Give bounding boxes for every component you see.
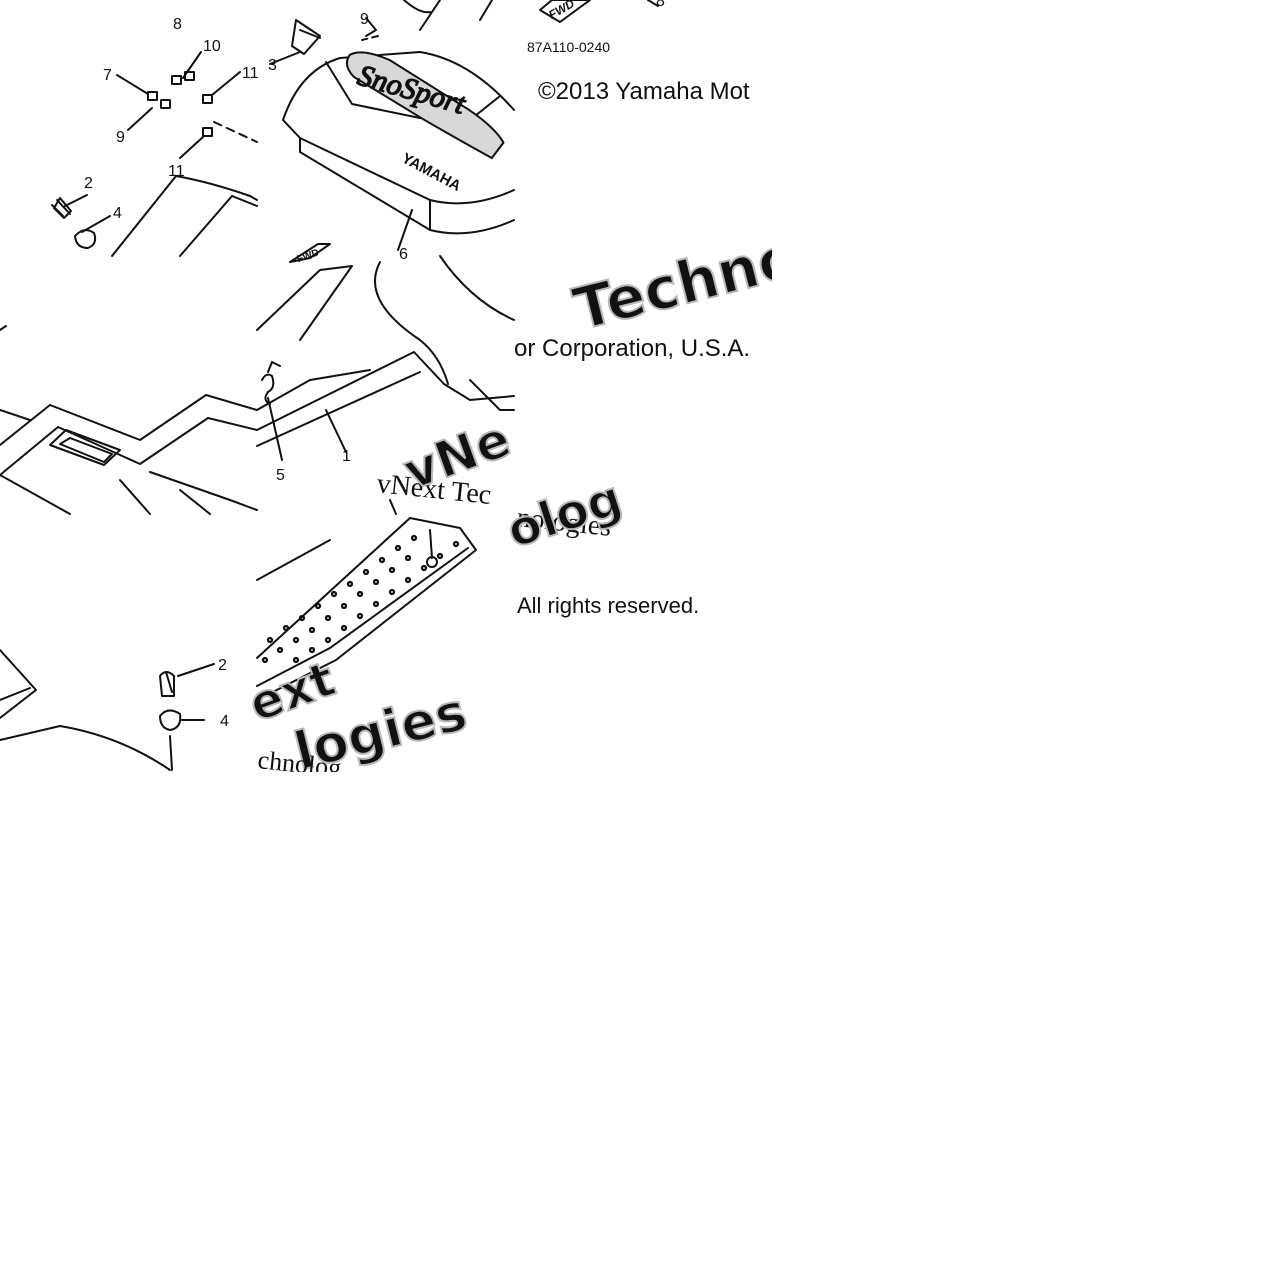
callouts: 8 10 7 11 9 11 2 4 3 9 6 5 1 2 4 8 [84,0,665,730]
callout-7: 7 [103,67,112,84]
clip-icon [171,75,182,85]
footrest-holes [261,534,460,664]
tile-fwd-tag [539,0,659,23]
clip-icon [291,19,321,55]
callout-5: 5 [276,467,285,484]
clip-icon [202,127,213,137]
callout-11: 11 [168,163,185,180]
tile-seat-side [256,243,515,515]
blank-area-right [772,0,1285,1285]
clip-icon [160,99,171,109]
tile-fasteners-top-left [51,51,258,257]
copyright-line-part3: All rights reserved. [517,593,699,618]
callout-4: 4 [113,205,122,222]
grommet-icon [159,709,182,731]
blank-area-bottom [0,772,772,1285]
spring-icon [261,373,275,405]
callout-8: 8 [173,16,182,33]
callout-11: 11 [242,65,259,82]
callout-8: 8 [656,0,665,10]
callout-9: 9 [360,11,369,28]
callout-4: 4 [220,713,229,730]
bolt-icon [51,197,72,219]
tile-seat-base [0,325,258,515]
clip-icon [184,71,195,81]
bolt-icon [159,671,175,697]
tile-lower-left [0,649,215,771]
callout-10: 10 [203,38,221,55]
callout-2: 2 [84,175,93,192]
tile-hood [269,0,515,251]
callout-1: 1 [342,448,351,465]
drawing-number: 87A110-0240 [527,39,610,55]
callout-6: 6 [399,246,408,263]
copyright-line-part2: or Corporation, U.S.A. [514,335,750,362]
callout-3: 3 [268,57,277,74]
clip-icon [147,91,158,101]
copyright-line-part1: ©2013 Yamaha Mot [538,78,750,105]
callout-9: 9 [116,129,125,146]
callout-2: 2 [218,657,227,674]
tile-footrest [256,517,477,701]
clip-icon [202,94,213,104]
